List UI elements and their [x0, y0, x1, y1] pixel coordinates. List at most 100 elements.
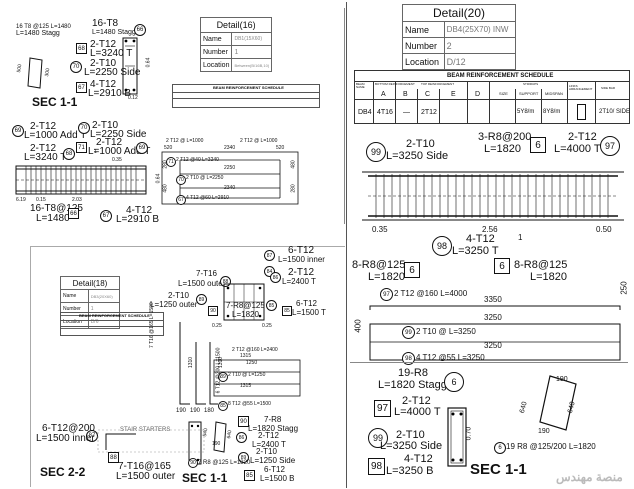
bar-mark-square: 85 — [282, 306, 292, 316]
bar-text: L=1480 — [36, 213, 70, 224]
bar-text: 2-T10 — [256, 447, 277, 456]
section-label: SEC 2-2 — [40, 465, 86, 479]
vertical-bars-drawing — [179, 322, 218, 405]
bar-text: L=2910 B — [116, 214, 160, 225]
bar-mark-circle: 84 — [264, 266, 275, 277]
detail16-title: Detail(16) — [199, 17, 273, 33]
dim: 480 — [290, 160, 297, 169]
shop-drawing-right — [369, 305, 621, 361]
cell: DB1(15X60) — [231, 32, 273, 46]
shop-row: 2 T12 @160 L=4000 — [394, 289, 468, 298]
bar-text: L=3250 T — [452, 245, 499, 257]
shop-row: 4 T12 @55 L=3250 — [416, 353, 485, 362]
cell: D/12 — [443, 53, 517, 70]
bar-mark-square: 98 — [368, 458, 385, 475]
dim: 0.25 — [262, 323, 272, 329]
bar-mark-square: 6 — [494, 258, 510, 274]
dim: 190 — [538, 428, 550, 435]
beam-schedule-table: BEAM REINFORCEMENT SCHEDULE BEAM NAME BO… — [354, 70, 630, 124]
bar-text: L=3240 T — [24, 152, 67, 163]
watermark-text: منصة مهندس — [556, 470, 623, 484]
shop-row: 2 T12 @40 L=3240 — [176, 157, 219, 163]
shop-row: 2 T12 @160 L=2400 — [232, 347, 278, 353]
bar-text: L=3250 B — [386, 465, 434, 477]
dim: 520 — [164, 145, 173, 151]
cell: DB4 — [358, 109, 372, 116]
bar-text: 6-T12 — [288, 245, 315, 256]
bar-mark-square: 68 — [76, 43, 87, 54]
bar-mark-circle: 69 — [12, 125, 24, 137]
bar-text: L=3240 T — [90, 48, 133, 59]
bar-text: 7-T16 — [196, 269, 217, 278]
dim: 190 — [190, 408, 201, 414]
bar-text: L=1500 inner — [278, 255, 325, 264]
bar-mark-circle: 99 — [402, 326, 415, 339]
bar-text: 2-T10 — [168, 291, 189, 300]
cell: Location — [402, 53, 445, 70]
bar-text: 2-T10 — [396, 429, 425, 441]
col-header: BEAM NAME — [356, 82, 365, 89]
shop-row: 8 T12 @55 L=1500 — [228, 401, 271, 407]
shop-row: 2 T10 @ L=2250 — [186, 175, 224, 181]
dim: 2340 — [224, 185, 236, 191]
bar-text: 16-T8 — [92, 18, 119, 29]
bar-mark-circle: 87 — [86, 430, 98, 442]
cell: Name — [60, 289, 89, 303]
bar-text: L=1820 Stagg — [378, 379, 447, 391]
right-panel — [346, 2, 633, 488]
dim: 3350 — [484, 295, 502, 304]
bar-mark-circle: 67 — [100, 210, 112, 222]
bar-mark-circle: 70 — [176, 175, 186, 185]
col-subheader: SIZE — [499, 91, 508, 96]
cell: Number — [199, 45, 233, 59]
cell: 5Y8/m — [517, 109, 535, 115]
left-bottom-panel — [30, 246, 345, 487]
bar-mark-circle: 98 — [402, 352, 415, 365]
bar-mark-square: 6 — [404, 262, 420, 278]
bar-mark-square: 90 — [208, 306, 218, 316]
col-subheader: SUPPORT — [519, 91, 539, 96]
bar-text: 4-T12 — [90, 79, 117, 90]
dim: 2250 — [224, 165, 236, 171]
bar-text: 7-R8@125 — [226, 301, 265, 310]
cell: 2T10/ SIDE — [599, 109, 631, 115]
bar-mark-square: 88 — [108, 452, 119, 463]
bar-text: 7-R8 — [264, 415, 282, 424]
shop-row: 7 T16 @165 L=1500 — [149, 302, 155, 348]
dim: 2.03 — [72, 197, 82, 203]
bar-mark-square: 6 — [530, 137, 546, 153]
bar-text: L=2250 Side — [84, 67, 141, 78]
cell: Number — [402, 37, 445, 54]
bar-text: 2-T10 — [406, 138, 435, 150]
col-header: SIDE BAR — [601, 86, 616, 90]
cell: Name — [199, 32, 233, 46]
bar-mark-circle: 89 — [218, 372, 228, 382]
cell: 2 — [443, 37, 517, 54]
bar-text: 7-T16@165 — [118, 461, 171, 472]
bar-mark-square: 90 — [238, 416, 249, 427]
bar-text: L=2400 T — [252, 440, 286, 449]
dim: 6.19 — [16, 197, 26, 203]
bar-text: L=1480 Stagg — [16, 30, 60, 37]
shop-row: 2 T12 @ L=1000 — [240, 138, 278, 144]
beam-elevation-drawing — [15, 165, 147, 195]
shop-row: 6 T12 @200 L=1500 — [215, 347, 222, 394]
cell: Name — [402, 21, 445, 38]
dim: 1 — [94, 149, 97, 155]
bar-mark-circle: 85 — [218, 401, 228, 411]
bar-text: L=1820 — [530, 271, 568, 283]
bar-text: L=1000 Add T — [88, 146, 151, 157]
bar-text: 2-T12 — [258, 431, 279, 440]
shop-drawing-left-bottom — [213, 359, 301, 397]
stirrup-icon — [577, 104, 586, 120]
bar-text: 4-T12 — [404, 453, 433, 465]
bar-mark-circle: 89 — [196, 294, 207, 305]
beam-section-drawing-right — [447, 407, 467, 467]
bar-text: L=1000 Add T — [24, 130, 87, 141]
cell: D/6 — [87, 315, 121, 329]
cell: — — [403, 109, 410, 116]
dim: 250 — [619, 281, 629, 295]
bar-text: L=2250 Side — [90, 129, 147, 140]
cell: Between(B/16B,10) — [231, 58, 273, 72]
